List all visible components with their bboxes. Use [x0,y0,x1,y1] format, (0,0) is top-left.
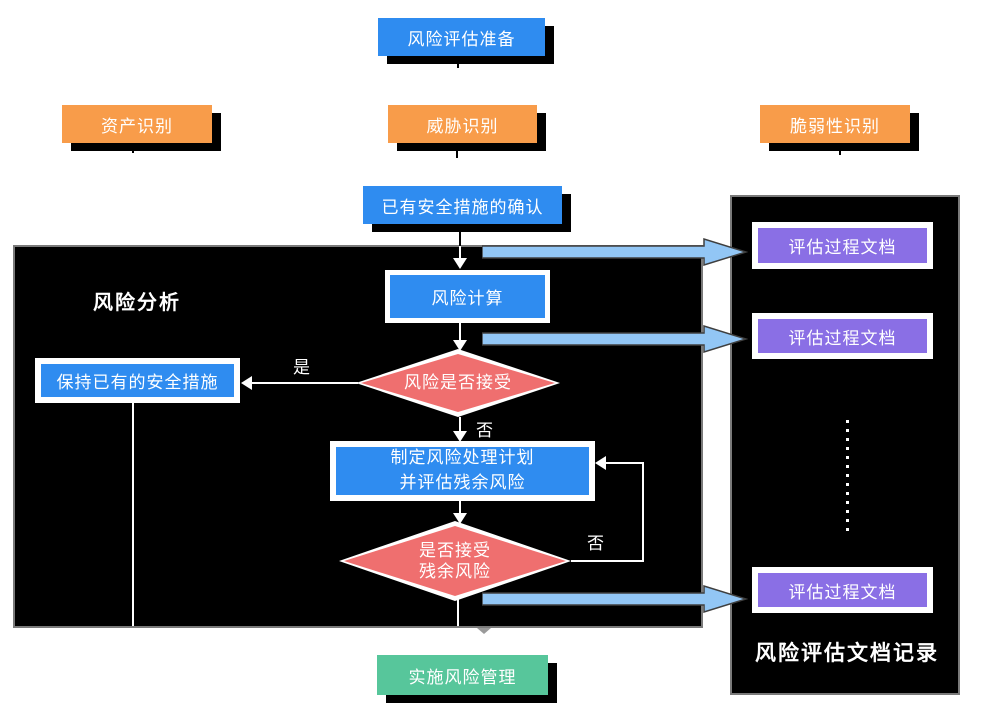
node-confirm-existing-measures: 已有安全措施的确认 [363,186,562,224]
connector-keep-down [132,403,134,626]
node-label-line2: 并评估残余风险 [399,473,526,492]
node-label: 实施风险管理 [408,667,517,687]
doc-arrow-1 [482,238,748,266]
connector-loop-top [605,462,644,464]
node-risk-calculation: 风险计算 [385,270,550,323]
node-label: 保持已有的安全措施 [56,373,219,392]
node-label: 已有安全措施的确认 [381,197,544,217]
label-yes: 是 [293,358,311,377]
decision-label-line1: 是否接受 [419,540,491,560]
node-label: 威胁识别 [426,116,499,136]
connector-stub-prepare [457,56,459,68]
label-no-2: 否 [587,534,605,553]
connector-loop-bottom [571,560,644,562]
node-implement-risk-management: 实施风险管理 [377,655,548,695]
decision-label: 风险是否接受 [404,373,512,393]
node-assessment-doc-3: 评估过程文档 [752,567,933,613]
decision-label-line2: 残余风险 [419,562,491,581]
node-vulnerability-identification: 脆弱性识别 [760,105,910,143]
arrowhead-into-decision1 [453,340,467,351]
connector-confirm-to-calc-lower [459,246,461,258]
doc-panel-ellipsis [846,420,849,536]
arrowhead-into-calc [453,258,467,269]
connector-calc-to-decision [459,323,461,341]
node-label: 评估过程文档 [788,328,897,348]
connector-stub-threat [456,143,458,158]
connector-plan-to-decision2 [459,501,461,514]
node-keep-existing-measures: 保持已有的安全措施 [35,358,240,403]
node-asset-identification: 资产识别 [62,105,212,143]
node-label: 评估过程文档 [788,238,897,257]
node-label: 风险计算 [431,289,504,308]
arrowhead-into-decision2 [453,513,467,524]
arrowhead-into-keep [241,376,252,390]
connector-decision2-down [457,599,459,626]
node-assessment-doc-2: 评估过程文档 [752,313,933,359]
node-risk-assessment-preparation: 风险评估准备 [378,18,545,56]
connector-loop-right [642,462,644,562]
arrowhead-into-implement [477,628,491,634]
connector-decision1-to-keep [250,382,358,384]
connector-confirm-to-calc-upper [459,226,461,246]
risk-analysis-section-label: 风险分析 [93,292,181,314]
connector-stub-asset [132,143,134,153]
document-record-section-label: 风险评估文档记录 [755,642,939,665]
document-record-panel [730,195,960,695]
node-label: 评估过程文档 [788,582,897,602]
arrowhead-loop-into-plan [595,456,606,470]
doc-arrow-2 [482,325,748,353]
node-threat-identification: 威胁识别 [388,105,537,143]
arrowhead-into-plan [453,431,467,442]
node-risk-treatment-plan: 制定风险处理计划 并评估残余风险 [330,441,595,501]
node-label: 资产识别 [101,116,173,136]
doc-arrow-3 [482,585,748,613]
connector-decision1-to-plan [459,417,461,432]
node-label: 风险评估准备 [407,29,516,49]
node-label: 脆弱性识别 [790,116,880,136]
node-assessment-doc-1: 评估过程文档 [752,222,933,269]
node-label-line1: 制定风险处理计划 [390,448,535,468]
label-no-1: 否 [476,421,494,440]
connector-stub-vulnerability [839,143,841,155]
